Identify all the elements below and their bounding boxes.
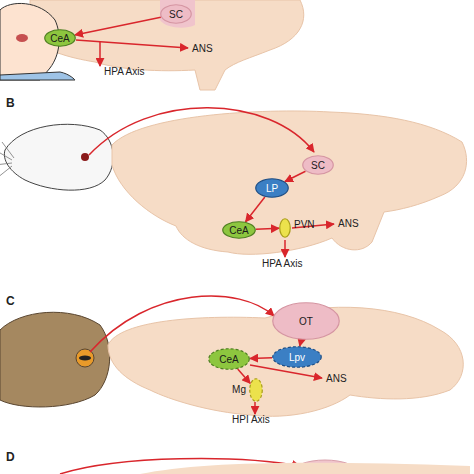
output-label: ANS: [338, 218, 359, 229]
toad-pupil: [79, 356, 91, 361]
brain-region: Lpv: [272, 346, 322, 368]
region-shape: [45, 30, 76, 47]
path-line: [254, 402, 256, 414]
panel-divider: [0, 94, 474, 96]
region-shape: [273, 347, 322, 368]
brain-region: CeA: [44, 29, 76, 47]
pathway-arrow: [246, 197, 265, 222]
brain-outline: [112, 111, 467, 254]
region-name: Lpv: [289, 352, 305, 363]
brain-region: SC: [302, 155, 334, 175]
region-name: SC: [169, 9, 183, 20]
output-label: ANS: [192, 43, 213, 54]
brain-outline: [140, 463, 470, 474]
region-name: CeA: [219, 354, 238, 365]
eye-to-ot: [90, 296, 274, 352]
panel-letter: C: [6, 296, 15, 307]
region-ellipse: [249, 378, 263, 402]
region-shape: [161, 5, 192, 24]
sc-region: [160, 0, 195, 28]
toad-eye: [76, 349, 94, 367]
panel-letter: D: [6, 452, 15, 463]
path-line: [99, 42, 101, 66]
region-shape: [273, 303, 340, 340]
panel-letter: B: [6, 98, 15, 109]
brain-region: CeA: [222, 221, 256, 239]
region-name: Mg: [232, 384, 246, 395]
human-mouth: [16, 34, 28, 42]
brain-region: PVN: [279, 218, 291, 238]
rat-eye: [81, 153, 89, 161]
output-label: HPA Axis: [104, 66, 144, 77]
rat-whiskers: [0, 142, 14, 178]
toad-body: [0, 312, 110, 407]
region-shape: [223, 222, 256, 239]
pathway-arrow: [250, 357, 272, 359]
region-name: LP: [266, 183, 278, 194]
brain-region: OT: [272, 302, 340, 340]
region-shape: [209, 349, 250, 370]
region-name: PVN: [294, 219, 315, 230]
brain-region: CeA: [208, 348, 250, 370]
brain-region: LP: [255, 178, 289, 198]
pathway-arrow: [285, 171, 306, 181]
human-shirt: [0, 72, 75, 80]
region-shape: [280, 219, 291, 238]
region-name: OT: [299, 316, 313, 327]
region-shape: [256, 179, 289, 198]
pathway-arrow: [256, 228, 279, 229]
region-name: CeA: [229, 225, 248, 236]
brain-region: Mg: [249, 378, 263, 402]
output-label: ANS: [326, 373, 347, 384]
output-label: HPA Axis: [262, 258, 302, 269]
path-line: [250, 365, 322, 378]
path-line: [76, 40, 188, 48]
region-shape: [303, 156, 334, 175]
eye-to-sc: [89, 108, 314, 155]
path-line: [284, 240, 286, 257]
rat-head: [4, 124, 113, 190]
region-name: CeA: [50, 33, 69, 44]
region-ellipse: [279, 218, 291, 238]
region-name: SC: [311, 160, 325, 171]
brain-region: SC: [160, 4, 192, 24]
output-label: HPI Axis: [232, 414, 270, 425]
pathway-arrow: [238, 369, 250, 383]
region-shape: [250, 379, 263, 402]
pathway-arrow: [300, 340, 302, 346]
pathway-arrow: [75, 17, 161, 35]
